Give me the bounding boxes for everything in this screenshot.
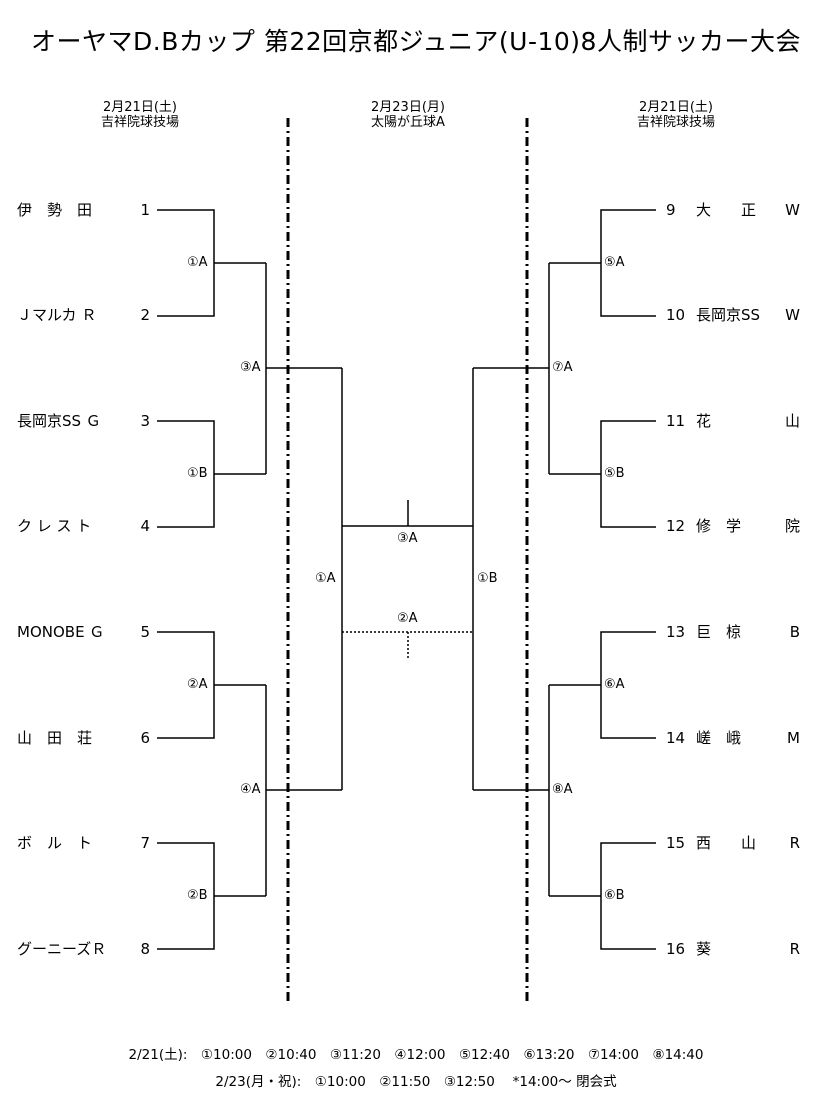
- team-seed: 11: [666, 412, 686, 430]
- team-seed: 12: [666, 517, 686, 535]
- team-name: 花: [696, 412, 712, 430]
- match-label-right-r1c: ⑥A: [604, 677, 625, 692]
- team-name: 修 学: [696, 517, 742, 535]
- team-left-3: 長岡京SS Ｇ 3: [17, 412, 150, 430]
- team-suffix: 院: [784, 517, 800, 535]
- team-right-12: 12 修 学 院: [666, 517, 800, 535]
- team-name: MONOBE Ｇ: [17, 623, 105, 641]
- team-seed: 2: [140, 306, 150, 324]
- team-suffix: R: [789, 834, 800, 852]
- team-suffix: W: [785, 306, 800, 324]
- bracket-right-r2a: [473, 263, 550, 474]
- venue-right: 2月21日(土) 吉祥院球技場: [611, 100, 741, 130]
- schedule-line-1: 2/21(土): ①10:00 ②10:40 ③11:20 ④12:00 ⑤12…: [128, 1047, 704, 1063]
- bracket-third-place: [342, 631, 473, 660]
- team-name: グーニーズＲ: [17, 940, 107, 958]
- bracket-left-m2: [157, 420, 266, 528]
- match-label-left-r2a: ③A: [240, 360, 261, 375]
- venue-right-place: 吉祥院球技場: [636, 115, 715, 130]
- team-name: 葵: [696, 940, 712, 958]
- team-name: 長岡京SS Ｇ: [17, 412, 101, 430]
- team-seed: 8: [140, 940, 150, 958]
- venue-center-date: 2月23日(月): [371, 100, 445, 115]
- venue-right-date: 2月21日(土): [639, 100, 713, 115]
- team-left-5: MONOBE Ｇ 5: [17, 623, 150, 641]
- team-name: Ｊマルカ Ｒ: [17, 306, 97, 324]
- match-label-semi-left: ①A: [315, 571, 336, 586]
- schedule-line-2: 2/23(月・祝): ①10:00 ②11:50 ③12:50 *14:00～ …: [215, 1074, 617, 1090]
- venue-left-place: 吉祥院球技場: [100, 115, 179, 130]
- team-seed: 15: [666, 834, 686, 852]
- team-seed: 5: [140, 623, 150, 641]
- team-name: 西 山: [696, 834, 757, 852]
- team-name: 嵯 峨: [696, 729, 742, 747]
- match-label-final: ③A: [397, 531, 418, 546]
- team-name: 山 田 荘: [17, 729, 93, 747]
- team-seed: 4: [140, 517, 150, 535]
- team-left-7: ボ ル ト 7: [17, 834, 150, 852]
- team-left-2: Ｊマルカ Ｒ 2: [17, 306, 150, 324]
- venue-center-place: 太陽が丘球A: [371, 115, 445, 130]
- team-name: ボ ル ト: [17, 834, 93, 852]
- team-name: 伊 勢 田: [17, 201, 93, 219]
- team-right-15: 15 西 山 R: [666, 834, 800, 852]
- team-left-4: ク レ ス ト 4: [17, 517, 150, 535]
- team-name: 大 正: [696, 201, 757, 219]
- team-seed: 6: [140, 729, 150, 747]
- team-right-14: 14 嵯 峨 M: [666, 729, 800, 747]
- bracket-left-m1: [157, 209, 266, 317]
- team-seed: 14: [666, 729, 686, 747]
- match-label-right-r1d: ⑥B: [604, 888, 625, 903]
- team-suffix: B: [789, 623, 800, 641]
- match-label-right-r2b: ⑧A: [552, 782, 573, 797]
- team-suffix: M: [787, 729, 800, 747]
- team-name: 巨 椋: [696, 623, 742, 641]
- bracket-right-r2b: [473, 685, 550, 896]
- match-label-third-place: ②A: [397, 611, 418, 626]
- team-right-11: 11 花 山: [666, 412, 800, 430]
- team-right-13: 13 巨 椋 B: [666, 623, 800, 641]
- team-right-10: 10 長岡京SS W: [666, 306, 800, 324]
- team-left-1: 伊 勢 田 1: [17, 201, 150, 219]
- venue-center: 2月23日(月) 太陽が丘球A: [343, 100, 473, 130]
- bracket-right-m1: [549, 209, 656, 317]
- match-label-left-r1c: ②A: [187, 677, 208, 692]
- team-seed: 10: [666, 306, 686, 324]
- match-label-right-r2a: ⑦A: [552, 360, 573, 375]
- match-label-right-r1b: ⑤B: [604, 466, 625, 481]
- bracket-final: [342, 500, 473, 527]
- team-left-6: 山 田 荘 6: [17, 729, 150, 747]
- team-suffix: R: [789, 940, 800, 958]
- team-suffix: 山: [784, 412, 800, 430]
- team-seed: 7: [140, 834, 150, 852]
- team-right-9: 9 大 正 W: [666, 201, 800, 219]
- team-seed: 13: [666, 623, 686, 641]
- match-label-left-r1d: ②B: [187, 888, 208, 903]
- team-left-8: グーニーズＲ 8: [17, 940, 150, 958]
- team-right-16: 16 葵 R: [666, 940, 800, 958]
- match-label-right-r1a: ⑤A: [604, 255, 625, 270]
- match-label-left-r1b: ①B: [187, 466, 208, 481]
- page-title: オーヤマD.Bカップ 第22回京都ジュニア(U-10)8人制サッカー大会: [31, 27, 801, 56]
- bracket-right-m3: [549, 631, 656, 739]
- match-label-left-r2b: ④A: [240, 782, 261, 797]
- team-name: ク レ ス ト: [17, 517, 92, 535]
- team-seed: 3: [140, 412, 150, 430]
- bracket-left-m4: [157, 842, 266, 950]
- venue-left: 2月21日(土) 吉祥院球技場: [75, 100, 205, 130]
- team-seed: 16: [666, 940, 686, 958]
- bracket-right-m4: [549, 842, 656, 950]
- team-seed: 9: [666, 201, 676, 219]
- bracket-left-r2b: [265, 685, 342, 896]
- bracket-left-m3: [157, 631, 266, 739]
- team-name: 長岡京SS: [696, 306, 761, 324]
- team-suffix: W: [785, 201, 800, 219]
- match-label-left-r1a: ①A: [187, 255, 208, 270]
- bracket-right-m2: [549, 420, 656, 528]
- bracket-left-r2a: [265, 263, 342, 474]
- team-seed: 1: [140, 201, 150, 219]
- match-label-semi-right: ①B: [477, 571, 498, 586]
- venue-left-date: 2月21日(土): [103, 100, 177, 115]
